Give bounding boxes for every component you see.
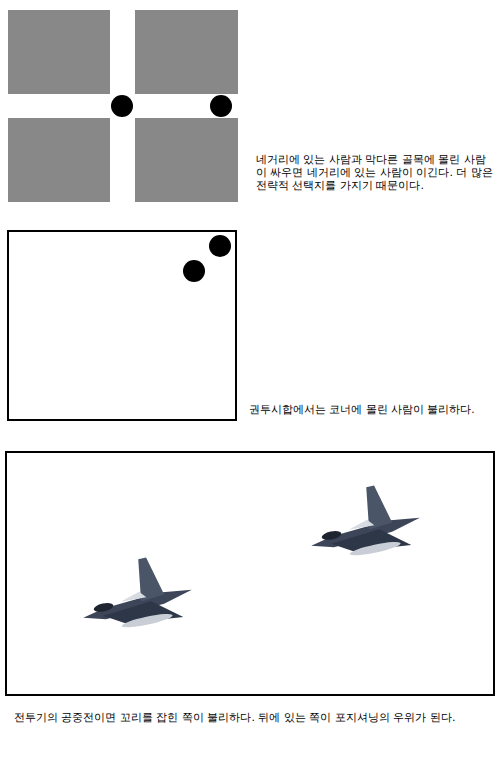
boxer-dot	[183, 260, 205, 282]
note-box: 권투시합에서는 코너에 몰린 사람이 불리하다.	[249, 403, 497, 416]
dogfight-note: 전투기의 공중전이면 꼬리를 잡힌 쪽이 불리하다. 뒤에 있는 쪽이 포지셔닝…	[14, 711, 474, 724]
note-box: 네거리에 있는 사람과 막다른 골목에 몰린 사람이 싸우면 네거리에 있는 사…	[256, 153, 496, 193]
boxing-note: 권투시합에서는 코너에 몰린 사람이 불리하다.	[249, 403, 497, 416]
boxer-dot	[209, 235, 231, 257]
street-block	[8, 10, 238, 202]
jet-icon	[302, 478, 425, 566]
crossroads-note: 네거리에 있는 사람과 막다른 골목에 몰린 사람이 싸우면 네거리에 있는 사…	[256, 153, 496, 193]
road-horizontal	[8, 94, 238, 118]
person-dot	[210, 95, 232, 117]
sky-frame	[6, 452, 494, 695]
road-vertical	[110, 10, 135, 202]
person-dot	[111, 95, 133, 117]
ring-frame	[8, 231, 236, 420]
jet-icon	[74, 550, 197, 638]
note-box: 전투기의 공중전이면 꼬리를 잡힌 쪽이 불리하다. 뒤에 있는 쪽이 포지셔닝…	[14, 711, 474, 724]
